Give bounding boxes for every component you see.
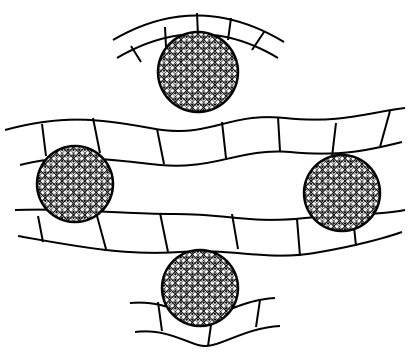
band-bottom-segment-line <box>158 302 162 331</box>
band-lower-segment-line <box>97 216 106 249</box>
band-top-segment-line <box>228 18 231 40</box>
band-lower-segment-line <box>38 216 43 242</box>
particle-top <box>158 32 238 112</box>
band-upper-segment-line <box>222 122 226 158</box>
band-upper-segment-line <box>380 111 390 147</box>
band-upper-segment-line <box>93 118 100 153</box>
band-top-segment-line <box>165 27 166 47</box>
particle-right <box>304 155 380 231</box>
band-upper-segment-line <box>42 124 46 156</box>
band-upper-segment-line <box>332 123 336 157</box>
band-lower-segment-line <box>297 219 300 256</box>
particle-bottom <box>162 250 238 326</box>
band-bottom-segment-line <box>256 300 260 327</box>
band-upper-segment-line <box>278 117 280 151</box>
particle-left <box>37 146 113 222</box>
band-lower-segment-line <box>232 214 238 249</box>
band-lower-segment-line <box>160 213 168 252</box>
band-upper-segment-line <box>157 129 164 164</box>
